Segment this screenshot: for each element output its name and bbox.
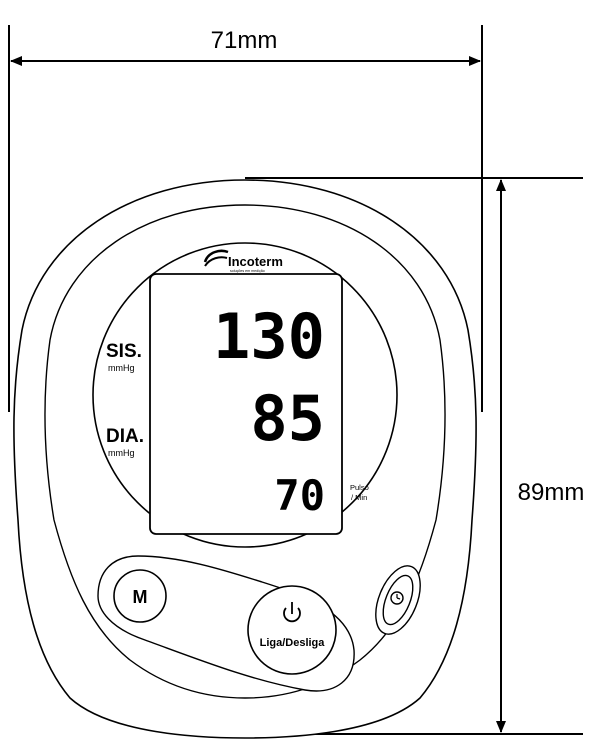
systolic-value: 130	[213, 300, 325, 373]
brand-name: Incoterm	[228, 254, 283, 269]
systolic-label: SIS.	[106, 341, 142, 362]
systolic-unit: mmHg	[108, 363, 135, 373]
brand-logo: Incoterm soluções em medição	[203, 249, 283, 273]
memory-button[interactable]: M	[113, 569, 167, 623]
pulse-value: 70	[274, 471, 325, 520]
diastolic-unit: mmHg	[108, 448, 135, 458]
brand-swoosh-icon	[203, 249, 229, 267]
width-dimension: 71mm	[8, 25, 483, 412]
memory-button-label: M	[133, 587, 148, 607]
power-button-label: Liga/Desliga	[260, 637, 326, 649]
diastolic-label: DIA.	[106, 426, 144, 447]
clock-icon	[390, 591, 404, 605]
pulse-label-bottom: / Min	[351, 493, 367, 502]
pulse-label-top: Pulso	[350, 483, 369, 492]
height-dimension: 89mm	[245, 177, 585, 735]
diastolic-value: 85	[250, 382, 325, 455]
lcd-screen	[149, 273, 343, 535]
height-label: 89mm	[518, 479, 585, 506]
clock-button[interactable]	[367, 560, 429, 641]
power-button[interactable]: Liga/Desliga	[247, 585, 337, 675]
power-icon	[283, 602, 301, 623]
width-label: 71mm	[211, 27, 278, 54]
brand-tagline: soluções em medição	[230, 269, 265, 273]
